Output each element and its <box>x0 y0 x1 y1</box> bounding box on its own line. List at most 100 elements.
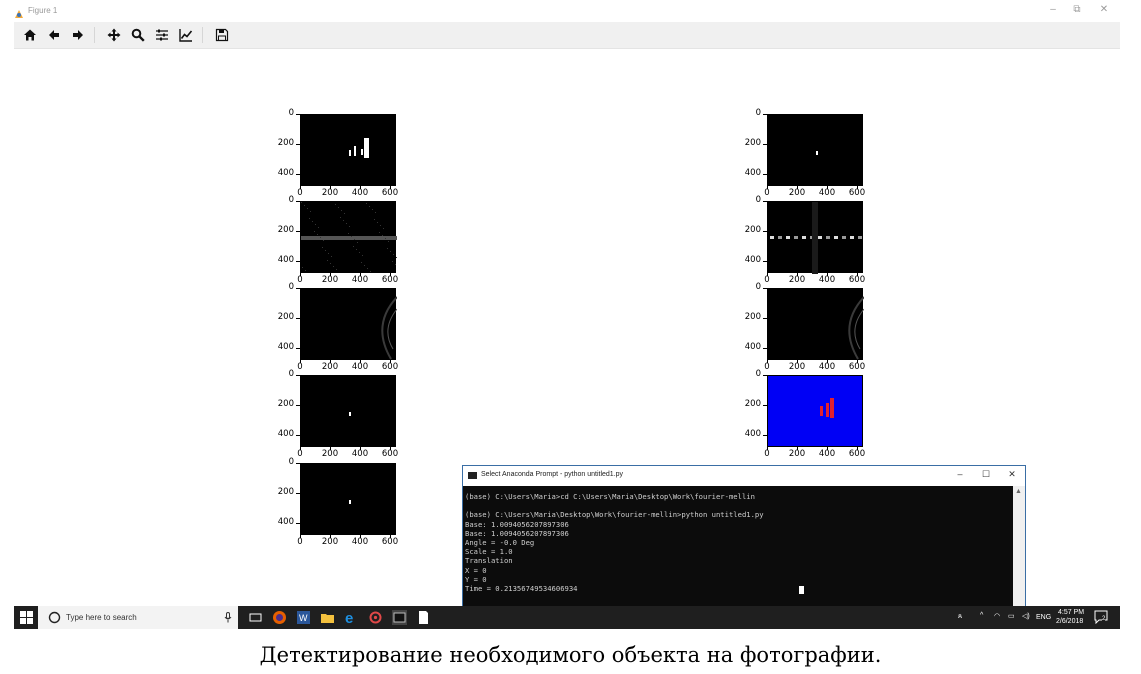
x-tick <box>330 360 331 363</box>
language-indicator[interactable]: ENG <box>1036 614 1052 621</box>
panel-image <box>301 202 397 272</box>
y-tick-label: 0 <box>755 108 761 118</box>
y-tick-label: 200 <box>277 138 294 148</box>
console-close-button[interactable]: ✕ <box>1008 469 1016 479</box>
search-icon <box>48 611 61 624</box>
x-tick-label: 400 <box>351 362 369 372</box>
red-blob <box>826 403 829 417</box>
spectrum-noise <box>357 242 358 243</box>
volume-icon[interactable]: ◁) <box>1022 613 1030 620</box>
edge-icon[interactable]: e <box>344 610 359 627</box>
anaconda-prompt-window[interactable]: Select Anaconda Prompt - python untitled… <box>462 465 1026 629</box>
spectrum-noise <box>322 247 323 248</box>
y-tick-label: 0 <box>288 369 294 379</box>
y-tick <box>763 288 767 289</box>
console-output: (base) C:\Users\Maria>cd C:\Users\Maria\… <box>463 492 1011 628</box>
spectrum-peak <box>802 236 806 239</box>
console-task-icon[interactable] <box>392 610 407 625</box>
spectrum-noise <box>305 270 306 271</box>
y-tick-label: 200 <box>277 487 294 497</box>
start-button[interactable] <box>20 611 33 624</box>
x-tick-label: 200 <box>788 275 806 285</box>
spectrum-peak <box>778 236 782 239</box>
app-gear-icon[interactable] <box>368 610 383 625</box>
x-tick <box>330 535 331 538</box>
spectrum-noise <box>367 268 368 269</box>
image-panel <box>300 288 397 360</box>
taskbar-search-box[interactable]: Type here to search <box>38 606 238 629</box>
y-tick <box>296 493 300 494</box>
x-tick-label: 400 <box>351 188 369 198</box>
spectrum-noise <box>362 255 363 256</box>
configure-subplots-button[interactable] <box>152 26 172 44</box>
people-icon[interactable]: ጰ <box>958 613 963 620</box>
y-tick-label: 400 <box>744 342 761 352</box>
save-button[interactable] <box>212 26 232 44</box>
spectrum-noise <box>353 246 354 247</box>
pan-button[interactable] <box>104 26 124 44</box>
spectrum-noise <box>388 241 389 242</box>
action-center-icon[interactable]: 2 <box>1094 610 1108 625</box>
spectrum-noise <box>370 271 371 272</box>
network-icon[interactable]: ◠ <box>994 613 1001 620</box>
clock-date[interactable]: 2/6/2018 <box>1056 618 1084 625</box>
firefox-icon[interactable] <box>272 610 287 625</box>
console-minimize-button[interactable]: – <box>957 469 963 479</box>
x-tick <box>827 360 828 363</box>
y-tick <box>296 348 300 349</box>
y-tick <box>296 405 300 406</box>
spectrum-noise <box>393 254 394 255</box>
x-tick-label: 600 <box>848 188 866 198</box>
x-tick <box>330 186 331 189</box>
spectrum-noise <box>341 210 342 211</box>
zoom-button[interactable] <box>128 26 148 44</box>
console-icon <box>468 472 477 479</box>
x-tick <box>857 186 858 189</box>
white-blob <box>361 149 363 155</box>
tray-chevron-up-icon[interactable]: ^ <box>980 612 984 619</box>
word-icon[interactable]: W <box>296 610 311 625</box>
console-line: Time = 0.21356749534606934 <box>465 584 578 593</box>
x-tick <box>330 273 331 276</box>
back-button[interactable] <box>44 26 64 44</box>
x-tick-label: 600 <box>381 188 399 198</box>
spectrum-noise <box>354 239 355 240</box>
console-line: X = 0 <box>465 565 487 575</box>
panel-image <box>349 412 351 416</box>
edit-axes-icon <box>179 29 193 42</box>
spectrum-noise <box>336 269 337 270</box>
y-tick-label: 0 <box>755 282 761 292</box>
task-view-icon[interactable] <box>248 610 263 625</box>
windows-taskbar: Type here to search W e ጰ ^ ◠ ▭ ◁) ENG 4… <box>14 606 1120 629</box>
y-tick-label: 400 <box>277 255 294 265</box>
home-button[interactable] <box>20 26 40 44</box>
spectrum-peak <box>858 236 862 239</box>
window-titlebar: Figure 1 – ⧉ ✕ <box>0 0 1141 22</box>
panel-image <box>349 500 351 504</box>
spectrum-noise <box>309 218 310 219</box>
spectrum-noise <box>349 226 350 227</box>
y-tick <box>296 523 300 524</box>
document-icon[interactable] <box>416 610 431 625</box>
minimize-button[interactable]: – <box>1050 4 1056 15</box>
clock-time[interactable]: 4:57 PM <box>1058 609 1085 616</box>
spectrum-noise <box>328 253 329 254</box>
maximize-button[interactable]: ⧉ <box>1073 4 1081 15</box>
white-blob <box>349 150 351 156</box>
image-panel <box>300 375 396 447</box>
y-tick <box>763 231 767 232</box>
x-tick-label: 200 <box>788 449 806 459</box>
console-maximize-button[interactable]: ☐ <box>981 469 991 479</box>
y-tick-label: 0 <box>288 282 294 292</box>
edit-axes-button[interactable] <box>176 26 196 44</box>
y-tick-label: 400 <box>277 517 294 527</box>
file-explorer-icon[interactable] <box>320 610 335 625</box>
forward-button[interactable] <box>68 26 88 44</box>
microphone-icon[interactable] <box>224 612 232 623</box>
battery-icon[interactable]: ▭ <box>1008 613 1015 620</box>
close-button[interactable]: ✕ <box>1099 4 1109 15</box>
spectrum-column <box>812 202 818 274</box>
image-panel <box>300 463 396 535</box>
x-tick <box>360 273 361 276</box>
